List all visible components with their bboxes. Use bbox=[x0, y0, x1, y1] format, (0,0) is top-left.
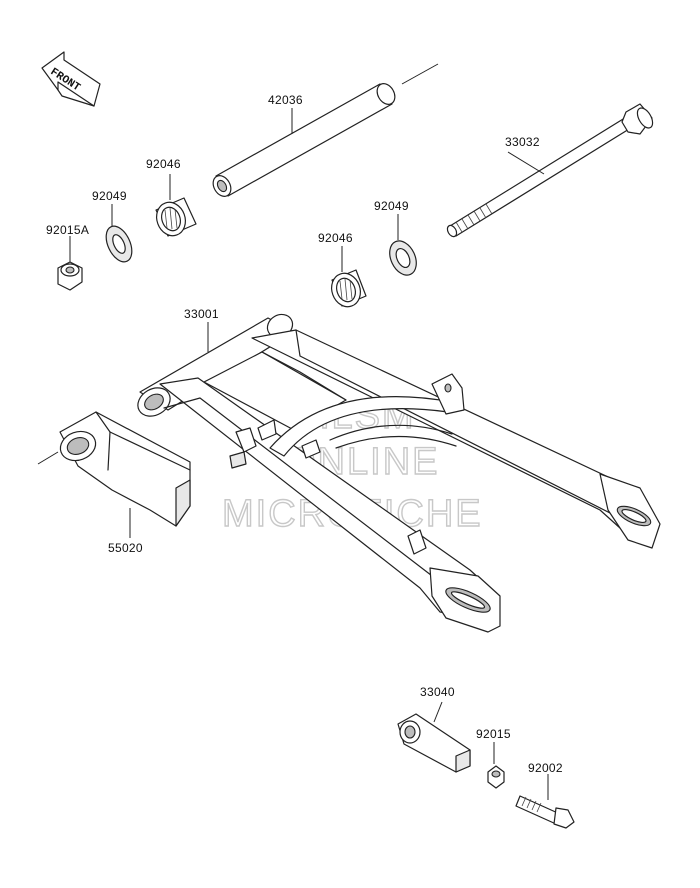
label-92046-right: 92046 bbox=[318, 231, 353, 245]
label-33032: 33032 bbox=[505, 135, 540, 149]
part-92002-bolt bbox=[515, 774, 575, 829]
part-33040-chain-adjuster bbox=[397, 701, 471, 773]
part-92049-seal-right bbox=[389, 214, 417, 276]
part-42036-sleeve bbox=[212, 63, 439, 197]
part-92049-seal-left bbox=[105, 204, 133, 263]
part-92046-bearing-left bbox=[155, 174, 197, 237]
label-33040: 33040 bbox=[420, 685, 455, 699]
label-92046-left: 92046 bbox=[146, 157, 181, 171]
label-92049-left: 92049 bbox=[92, 189, 127, 203]
part-33001-swingarm bbox=[137, 313, 661, 633]
part-55020-chain-guard bbox=[37, 411, 191, 538]
label-92002: 92002 bbox=[528, 761, 563, 775]
label-92049-right: 92049 bbox=[374, 199, 409, 213]
part-33032-pivot-shaft bbox=[446, 103, 654, 238]
label-42036: 42036 bbox=[268, 93, 303, 107]
part-92015A-nut bbox=[57, 236, 83, 291]
part-92046-bearing-right bbox=[331, 246, 367, 308]
label-55020: 55020 bbox=[108, 541, 143, 555]
label-92015: 92015 bbox=[476, 727, 511, 741]
label-92015A: 92015A bbox=[46, 223, 89, 237]
label-33001: 33001 bbox=[184, 307, 219, 321]
front-arrow-icon: FRONT bbox=[41, 51, 101, 107]
part-92015-nut bbox=[487, 742, 505, 789]
